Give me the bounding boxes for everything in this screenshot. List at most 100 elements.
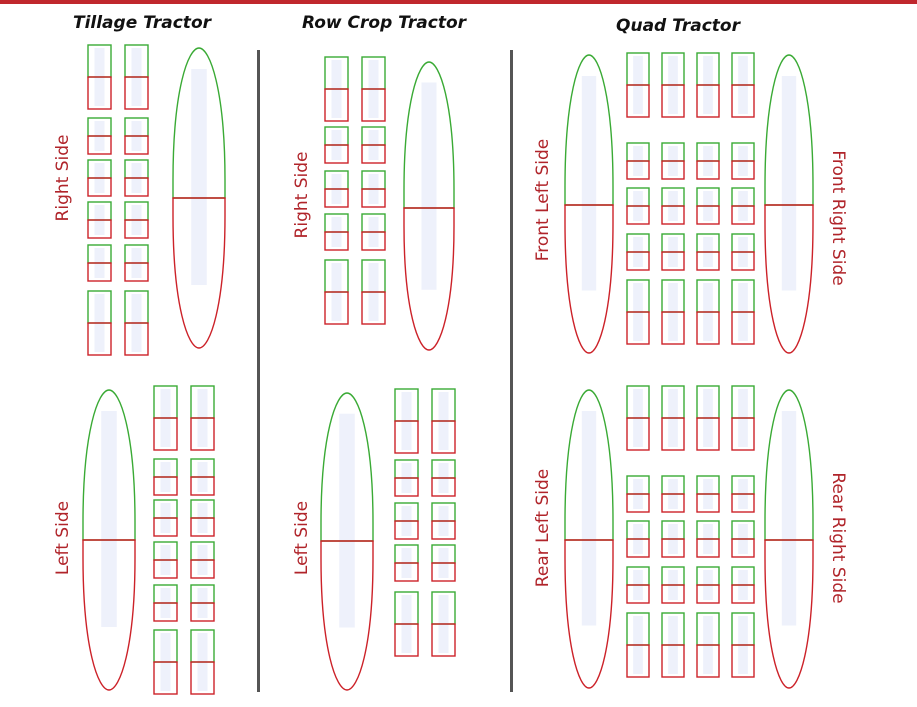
quad-front-box-r2-c2-red — [696, 205, 720, 225]
quad-front-box-r4-c3-red — [731, 311, 755, 345]
tillage-left-box-r3-c0-red — [153, 559, 178, 579]
quad-rear-left-capsule-red — [564, 539, 614, 689]
rowcrop-right-box-r3-c0-red — [324, 231, 349, 251]
tillage-left-box-r5-c0-red — [153, 661, 178, 695]
quad-front-box-r1-c1-red — [661, 160, 685, 180]
tillage-left-box-r4-c0-red — [153, 602, 178, 622]
quad-rear-right-capsule-green — [764, 389, 814, 541]
rowcrop-left-box-r0-c0-red — [394, 420, 419, 454]
quad-rear-box-r0-c2-red — [696, 417, 720, 451]
tillage-right-box-r4-c1-red — [124, 262, 149, 282]
quad-front-box-r3-c1-red — [661, 251, 685, 271]
quad-rear-left-capsule-green — [564, 389, 614, 541]
rowcrop-left-box-r0-c1-red — [431, 420, 456, 454]
quad-front-box-r2-c3-red — [731, 205, 755, 225]
rowcrop-left-box-r2-c0-red — [394, 520, 419, 540]
quad-rear-box-r1-c2-red — [696, 493, 720, 513]
quad-front-left-capsule-green — [564, 54, 614, 206]
quad-rear-box-r3-c2-red — [696, 584, 720, 604]
quad-front-box-r4-c1-red — [661, 311, 685, 345]
tillage-right-box-r3-c0-red — [87, 219, 112, 239]
tillage-right-box-r0-c0-red — [87, 76, 112, 110]
quad-rear-right-capsule-red — [764, 539, 814, 689]
rowcrop-left-box-r1-c0-red — [394, 477, 419, 497]
rowcrop-right-capsule-fill — [421, 82, 437, 290]
quad-rear-box-r2-c1-red — [661, 538, 685, 558]
tillage-right-capsule-fill — [191, 69, 207, 285]
quad-front-box-r2-c0-red — [626, 205, 650, 225]
rowcrop-left-box-r4-c0-red — [394, 623, 419, 657]
quad-rear-box-r2-c3-red — [731, 538, 755, 558]
tillage-left-box-r1-c1-red — [190, 476, 215, 496]
quad-front-box-r2-c1-red — [661, 205, 685, 225]
rowcrop-left-capsule-red — [320, 540, 374, 691]
quad-front-box-r0-c0-red — [626, 84, 650, 118]
rowcrop-left-box-r3-c0-red — [394, 562, 419, 582]
rowcrop-left-capsule-green — [320, 392, 374, 542]
quad-rear-box-r0-c0-red — [626, 417, 650, 451]
tillage-left-box-r5-c1-red — [190, 661, 215, 695]
quad-rear-box-r4-c1-red — [661, 644, 685, 678]
rowcrop-left-capsule-fill — [339, 413, 355, 628]
tillage-right-capsule-green — [172, 47, 226, 199]
quad-rear-box-r4-c0-red — [626, 644, 650, 678]
rowcrop-right-box-r1-c0-red — [324, 144, 349, 164]
section-divider-2 — [510, 50, 513, 692]
quad-front-right-side-label: Front Right Side — [828, 150, 848, 285]
rowcrop-title: Row Crop Tractor — [302, 13, 468, 33]
quad-front-box-r0-c1-red — [661, 84, 685, 118]
tillage-right-capsule-red — [172, 197, 226, 349]
rowcrop-right-box-r3-c1-red — [361, 231, 386, 251]
tillage-left-box-r2-c1-red — [190, 517, 215, 537]
tillage-left-box-r0-c1-red — [190, 417, 215, 451]
rowcrop-right-box-r2-c1-red — [361, 188, 386, 208]
quad-front-right-capsule-red — [764, 204, 814, 354]
quad-rear-left-capsule-fill — [581, 411, 597, 626]
tillage-left-box-r1-c0-red — [153, 476, 178, 496]
quad-rear-box-r2-c0-red — [626, 538, 650, 558]
quad-front-box-r3-c3-red — [731, 251, 755, 271]
quad-rear-box-r3-c3-red — [731, 584, 755, 604]
quad-front-left-side-label: Front Left Side — [533, 139, 553, 262]
quad-front-box-r0-c2-red — [696, 84, 720, 118]
rowcrop-left-box-r2-c1-red — [431, 520, 456, 540]
quad-rear-right-capsule-fill — [781, 411, 797, 626]
quad-front-box-r1-c3-red — [731, 160, 755, 180]
tillage-left-box-r4-c1-red — [190, 602, 215, 622]
tillage-left-box-r0-c0-red — [153, 417, 178, 451]
quad-rear-right-side-label: Rear Right Side — [828, 472, 848, 603]
rowcrop-right-box-r1-c1-red — [361, 144, 386, 164]
rowcrop-right-capsule-red — [403, 207, 455, 351]
quad-front-box-r1-c2-red — [696, 160, 720, 180]
quad-rear-box-r4-c3-red — [731, 644, 755, 678]
quad-front-box-r3-c0-red — [626, 251, 650, 271]
quad-rear-box-r0-c1-red — [661, 417, 685, 451]
tillage-right-box-r5-c1-red — [124, 322, 149, 356]
rowcrop-left-side-label: Left Side — [292, 501, 312, 575]
quad-front-right-capsule-green — [764, 54, 814, 206]
rowcrop-left-box-r1-c1-red — [431, 477, 456, 497]
rowcrop-left-box-r4-c1-red — [431, 623, 456, 657]
tillage-right-box-r1-c0-red — [87, 135, 112, 155]
quad-front-box-r0-c3-red — [731, 84, 755, 118]
quad-front-box-r1-c0-red — [626, 160, 650, 180]
quad-title: Quad Tractor — [616, 16, 742, 36]
quad-rear-box-r0-c3-red — [731, 417, 755, 451]
quad-front-box-r3-c2-red — [696, 251, 720, 271]
sensor-shapes — [82, 44, 814, 695]
rowcrop-right-box-r2-c0-red — [324, 188, 349, 208]
rowcrop-right-box-r0-c0-red — [324, 88, 349, 122]
rowcrop-right-box-r4-c0-red — [324, 291, 349, 325]
tillage-left-box-r3-c1-red — [190, 559, 215, 579]
quad-rear-box-r1-c1-red — [661, 493, 685, 513]
tillage-right-side-label: Right Side — [53, 135, 73, 222]
quad-rear-left-side-label: Rear Left Side — [533, 469, 553, 587]
rowcrop-right-capsule-green — [403, 61, 455, 209]
quad-rear-box-r1-c3-red — [731, 493, 755, 513]
tillage-title: Tillage Tractor — [73, 13, 213, 33]
tillage-right-box-r0-c1-red — [124, 76, 149, 110]
quad-rear-box-r1-c0-red — [626, 493, 650, 513]
tillage-right-box-r2-c0-red — [87, 177, 112, 197]
tillage-left-side-label: Left Side — [53, 501, 73, 575]
